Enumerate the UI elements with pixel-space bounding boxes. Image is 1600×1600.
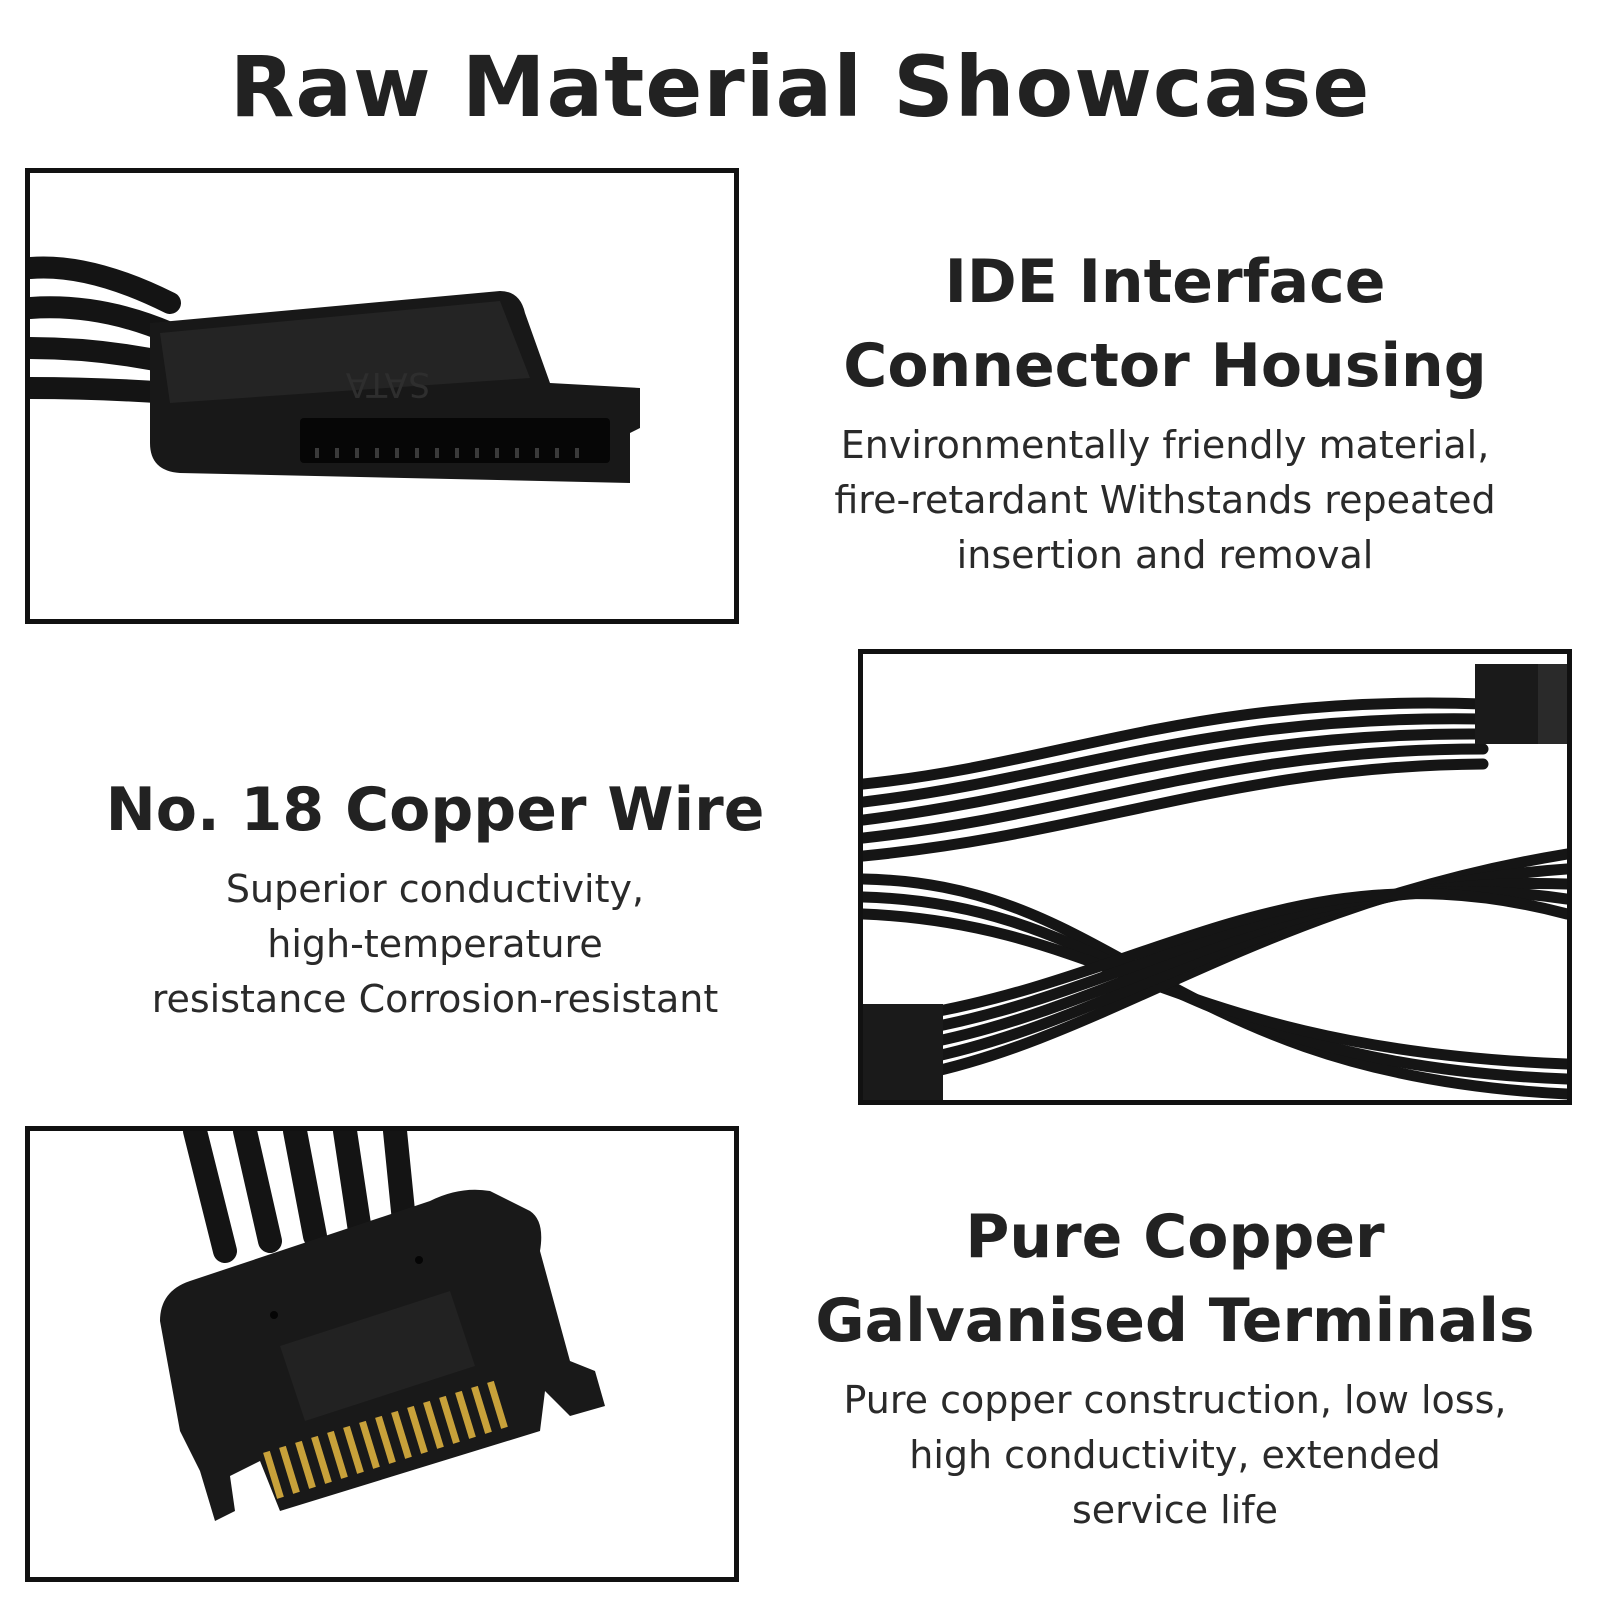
page-title: Raw Material Showcase — [229, 38, 1371, 136]
feature-connector-housing: IDE Interface Connector Housing Environm… — [745, 240, 1585, 583]
sata-embossed-label: SATA — [346, 364, 430, 404]
feature-description: Environmentally friendly material, fire-… — [745, 418, 1585, 583]
feature-heading-line: IDE Interface — [944, 247, 1386, 317]
wire-bundle-illustration — [863, 664, 1567, 1100]
description-line: Pure copper construction, low loss, — [843, 1378, 1507, 1422]
description-line: insertion and removal — [956, 533, 1374, 577]
feature-description: Pure copper construction, low loss, high… — [760, 1373, 1590, 1538]
feature-heading-line: Galvanised Terminals — [815, 1286, 1535, 1356]
feature-heading-line: Connector Housing — [843, 331, 1487, 401]
terminal-illustration — [160, 1131, 605, 1521]
copper-wire-image — [858, 649, 1572, 1105]
description-line: resistance Corrosion-resistant — [151, 977, 719, 1021]
description-line: Environmentally friendly material, — [840, 423, 1490, 467]
feature-copper-wire: No. 18 Copper Wire Superior conductivity… — [70, 768, 800, 1027]
description-line: fire-retardant Withstands repeated — [834, 478, 1496, 522]
description-line: Superior conductivity, — [225, 867, 645, 911]
feature-description: Superior conductivity, high-temperature … — [70, 862, 800, 1027]
feature-heading-line: Pure Copper — [965, 1202, 1385, 1272]
sata-connector-illustration: SATA — [30, 256, 640, 483]
feature-heading-line: No. 18 Copper Wire — [105, 775, 765, 845]
description-line: service life — [1071, 1488, 1279, 1532]
description-line: high-temperature — [267, 922, 603, 966]
galvanised-terminals-image — [25, 1126, 739, 1582]
connector-housing-image: SATA — [25, 168, 739, 624]
feature-galvanised-terminals: Pure Copper Galvanised Terminals Pure co… — [760, 1195, 1590, 1538]
description-line: high conductivity, extended — [909, 1433, 1441, 1477]
